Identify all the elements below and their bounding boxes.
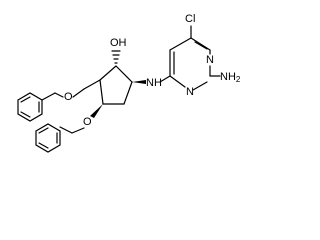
- lower-ch2-benzyl-bond: [59, 126, 73, 134]
- amino-group-label: NH2: [220, 71, 241, 84]
- hydroxyl-label: OH: [110, 37, 127, 49]
- chlorine-label: Cl: [185, 13, 195, 25]
- cyclopentane-ring: [99, 65, 133, 105]
- upper-benzyl-ch2-bond: [41, 92, 56, 101]
- pyrimidine-nitrogen-lower-label: N: [186, 86, 194, 98]
- secondary-amine-label: NH: [146, 77, 162, 89]
- lower-ether-oxygen-label: O: [83, 116, 92, 128]
- ch2-ring-bond: [83, 79, 101, 90]
- lower-o-ch2-bond: [71, 127, 85, 134]
- pyrimidine-nitrogen-upper-label: N: [206, 54, 214, 66]
- lower-benzene-ring: [35, 123, 61, 153]
- amine-wedge-bond: [132, 80, 146, 84]
- nh-pyrimidine-bond: [159, 75, 171, 83]
- upper-benzene-ring: [17, 92, 43, 122]
- upper-ether-oxygen-label: O: [64, 91, 73, 103]
- upper-ch2-o-bond: [54, 92, 64, 98]
- upper-o-ch2-bond: [72, 88, 85, 98]
- lower-ether-wedge-bond: [90, 104, 103, 118]
- chemical-structure-diagram: OH NH O O Cl N N NH2: [17, 13, 241, 153]
- pyrimidine-ring: [169, 37, 211, 91]
- hydroxyl-hashed-bond: [111, 50, 121, 64]
